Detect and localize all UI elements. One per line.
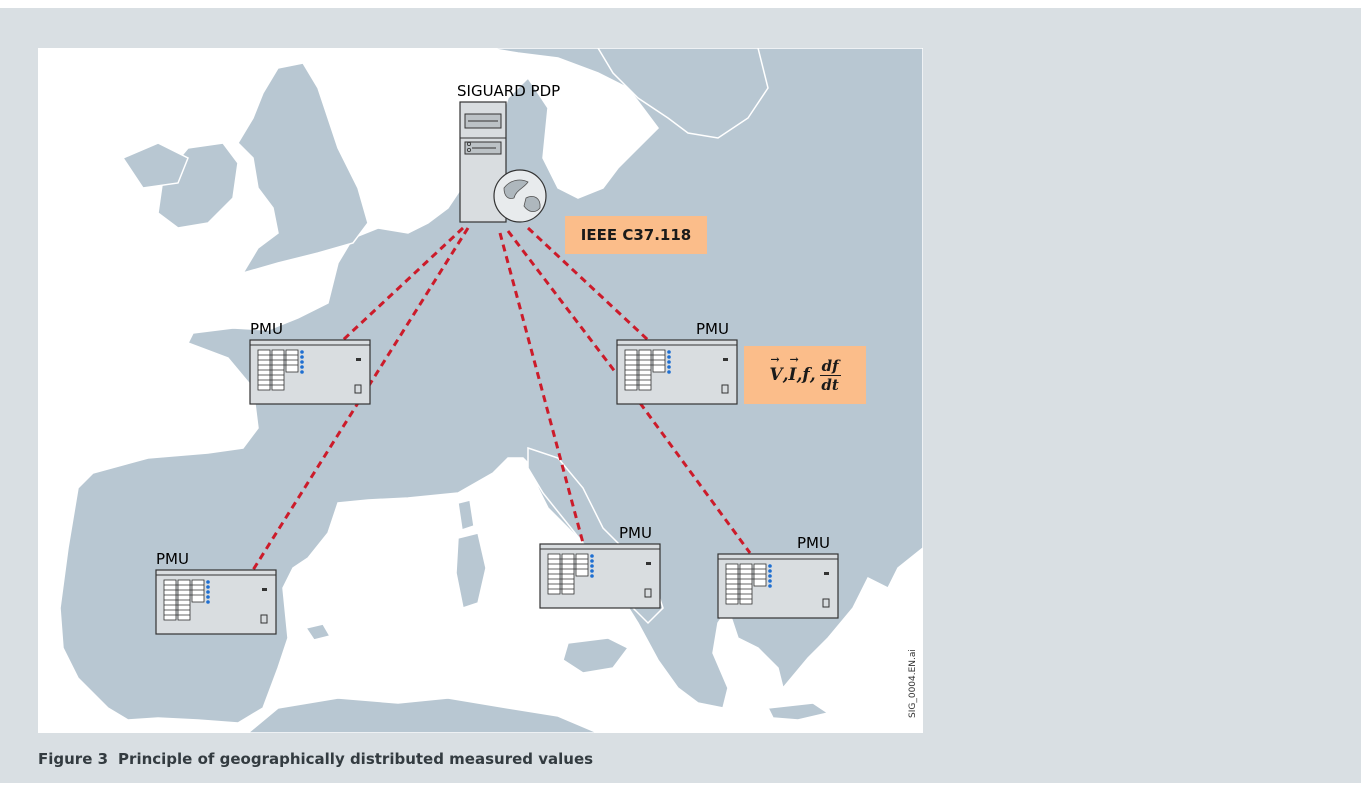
pmu-label-west: PMU (250, 320, 283, 338)
pmu-label-central: PMU (696, 320, 729, 338)
figure-caption: Figure 3 Principle of geographically dist… (38, 750, 593, 768)
link-to-pmu-italy (498, 232, 585, 544)
europe-map-figure: SIGUARD PDP IEEE C37.118 V, I, f, df dt … (38, 48, 923, 733)
pmu-device-spain (155, 569, 277, 635)
rocof-denominator: dt (821, 375, 839, 394)
pmu-label-spain: PMU (156, 550, 189, 568)
figure-panel: SIGUARD PDP IEEE C37.118 V, I, f, df dt … (0, 8, 1361, 783)
voltage-symbol: V (769, 353, 782, 385)
connection-lines (251, 226, 752, 571)
northern-isles-shape (121, 142, 189, 189)
corsica-shape (457, 499, 475, 531)
link-to-pmu-west (341, 226, 465, 342)
sicily-shape (562, 637, 630, 674)
pmu-device-greece (717, 553, 839, 619)
pmu-label-greece: PMU (797, 534, 830, 552)
server-label: SIGUARD PDP (457, 82, 561, 100)
file-code-label: SIG_0004.EN.ai (908, 649, 918, 718)
crete-shape (766, 702, 830, 721)
globe-icon (493, 169, 547, 223)
pmu-label-italy: PMU (619, 524, 652, 542)
pmu-device-italy (539, 543, 661, 609)
frequency-symbol: f (802, 365, 810, 385)
measurement-formula: V, I, f, df dt (744, 346, 866, 404)
scandinavia-shape (597, 48, 769, 139)
rocof-fraction: df dt (819, 356, 841, 394)
map-diagram (59, 48, 923, 733)
pmu-device-central (616, 339, 738, 405)
pmu-device-west (249, 339, 371, 405)
current-symbol: I (789, 353, 799, 385)
protocol-label: IEEE C37.118 (565, 216, 707, 254)
link-to-pmu-spain (251, 227, 470, 571)
link-to-pmu-central-b (526, 226, 650, 342)
continent-shape (59, 48, 923, 724)
great-britain-shape (237, 62, 369, 275)
caption-number: Figure 3 (38, 750, 109, 768)
caption-text: Principle of geographically distributed … (118, 750, 594, 768)
sardinia-shape (455, 532, 487, 609)
rocof-numerator: df (819, 356, 841, 376)
link-to-pmu-central (506, 230, 618, 374)
north-africa-shape (246, 697, 599, 733)
balearic-shape (304, 623, 332, 641)
